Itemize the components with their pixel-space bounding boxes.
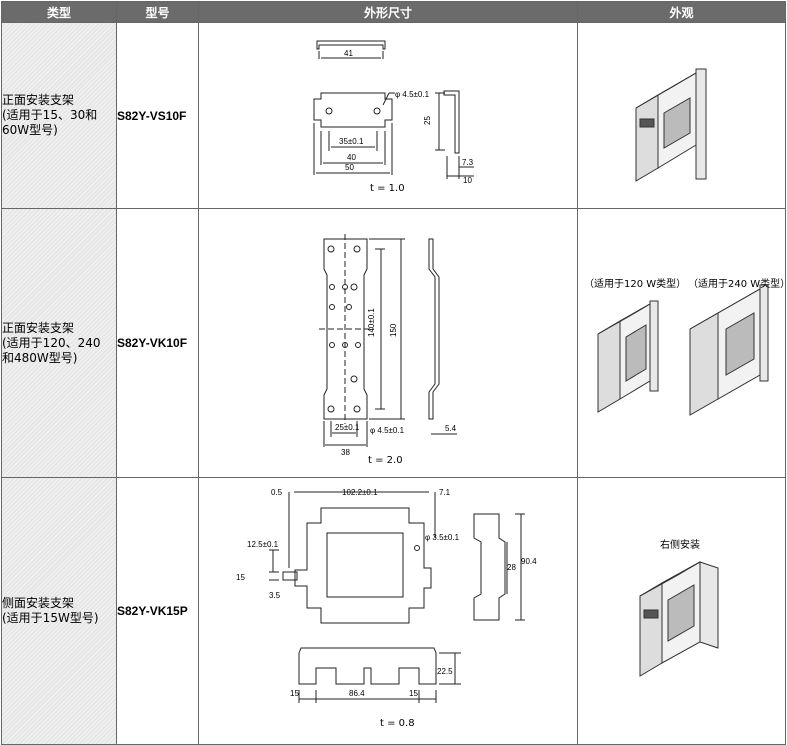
dim-label: 15 bbox=[290, 689, 299, 698]
header-row: 类型 型号 外形尺寸 外观 bbox=[1, 1, 786, 23]
dim-label: 0.5 bbox=[271, 488, 283, 497]
type-line: 正面安装支架 bbox=[2, 93, 75, 107]
header-model: 型号 bbox=[116, 1, 199, 23]
caption-right-side: 右侧安装 bbox=[660, 540, 700, 551]
type-line: 侧面安装支架 bbox=[2, 596, 75, 610]
dim-label: 40 bbox=[347, 153, 356, 162]
dim-label: 25 bbox=[423, 116, 432, 125]
type-line: 60W型号) bbox=[2, 123, 58, 137]
dim-label: 38 bbox=[341, 448, 350, 457]
dim-label: 10 bbox=[463, 176, 472, 185]
model-cell: S82Y-VK15P bbox=[116, 477, 199, 745]
thickness-label: t = 0.8 bbox=[380, 718, 415, 729]
header-dimensions: 外形尺寸 bbox=[198, 1, 578, 23]
table-row: 侧面安装支架 (适用于15W型号) S82Y-VK15P bbox=[1, 477, 786, 745]
type-line: (适用于120、240 bbox=[2, 335, 101, 350]
power-supply-image bbox=[639, 561, 719, 677]
power-supply-images bbox=[597, 284, 769, 416]
thickness-label: t = 2.0 bbox=[368, 455, 403, 466]
vk10f-drawing: 140±0.1 150 25±0.1 φ 4.5±0.1 38 5.4 bbox=[319, 234, 457, 457]
appearance-cell bbox=[577, 22, 786, 209]
dim-label: 102.2±0.1 bbox=[342, 488, 378, 497]
header-type: 类型 bbox=[1, 1, 117, 23]
thickness-label: t = 1.0 bbox=[370, 183, 405, 194]
appearance-cell: （适用于120 W类型） （适用于240 W类型） bbox=[577, 208, 787, 478]
dim-label: 90.4 bbox=[521, 557, 537, 566]
dim-label: 7.3 bbox=[462, 158, 474, 167]
dim-label: φ 3.5±0.1 bbox=[425, 533, 460, 542]
dim-label: 5.4 bbox=[445, 424, 457, 433]
caption-240w: （适用于240 W类型） bbox=[688, 279, 787, 290]
appearance-cell: 右侧安装 bbox=[577, 477, 786, 745]
dim-label: 28 bbox=[507, 563, 516, 572]
power-supply-image bbox=[635, 68, 707, 182]
header-appearance: 外观 bbox=[577, 1, 786, 23]
dim-label: 25±0.1 bbox=[335, 423, 360, 432]
model-cell: S82Y-VS10F bbox=[116, 22, 199, 209]
dim-label: 3.5 bbox=[269, 591, 281, 600]
dim-label: 15 bbox=[409, 689, 418, 698]
dim-label: 140±0.1 bbox=[367, 308, 376, 337]
dim-label: 150 bbox=[389, 323, 398, 337]
vk15p-drawing: 0.5 102.2±0.1 7.1 φ 3.5±0.1 12.5±0.1 15 … bbox=[236, 488, 537, 703]
caption-120w: （适用于120 W类型） bbox=[584, 279, 687, 290]
dim-label: 15 bbox=[236, 573, 245, 582]
dim-label: 35±0.1 bbox=[339, 137, 364, 146]
dim-label: 41 bbox=[344, 49, 353, 58]
dim-label: φ 4.5±0.1 bbox=[395, 90, 430, 99]
type-line: 正面安装支架 bbox=[2, 320, 75, 335]
dim-label: 7.1 bbox=[439, 488, 451, 497]
model-cell: S82Y-VK10F bbox=[116, 208, 199, 478]
table-row: 正面安装支架 (适用于15、30和 60W型号) S82Y-VS10F bbox=[1, 22, 786, 209]
dimension-drawing-cell: 140±0.1 150 25±0.1 φ 4.5±0.1 38 5.4 t = … bbox=[198, 208, 578, 478]
dim-label: φ 4.5±0.1 bbox=[370, 426, 405, 435]
type-line: (适用于15、30和 bbox=[2, 108, 98, 122]
dimension-drawing-cell: 41 φ 4.5±0.1 35±0.1 40 50 25 7.3 10 t = … bbox=[198, 22, 578, 209]
type-cell: 正面安装支架 (适用于120、240 和480W型号) bbox=[1, 208, 117, 478]
type-cell: 侧面安装支架 (适用于15W型号) bbox=[1, 477, 117, 745]
vs10f-drawing: 41 φ 4.5±0.1 35±0.1 40 50 25 7.3 10 bbox=[313, 40, 474, 185]
type-cell: 正面安装支架 (适用于15、30和 60W型号) bbox=[1, 22, 117, 209]
dim-label: 12.5±0.1 bbox=[247, 540, 279, 549]
type-line: 和480W型号) bbox=[2, 350, 78, 365]
dim-label: 22.5 bbox=[437, 667, 453, 676]
type-line: (适用于15W型号) bbox=[2, 611, 99, 625]
dim-label: 86.4 bbox=[349, 689, 365, 698]
dimension-drawing-cell: 0.5 102.2±0.1 7.1 φ 3.5±0.1 12.5±0.1 15 … bbox=[198, 477, 578, 745]
table-row: 正面安装支架 (适用于120、240 和480W型号) S82Y-VK10F bbox=[1, 208, 787, 478]
dim-label: 50 bbox=[345, 163, 354, 172]
